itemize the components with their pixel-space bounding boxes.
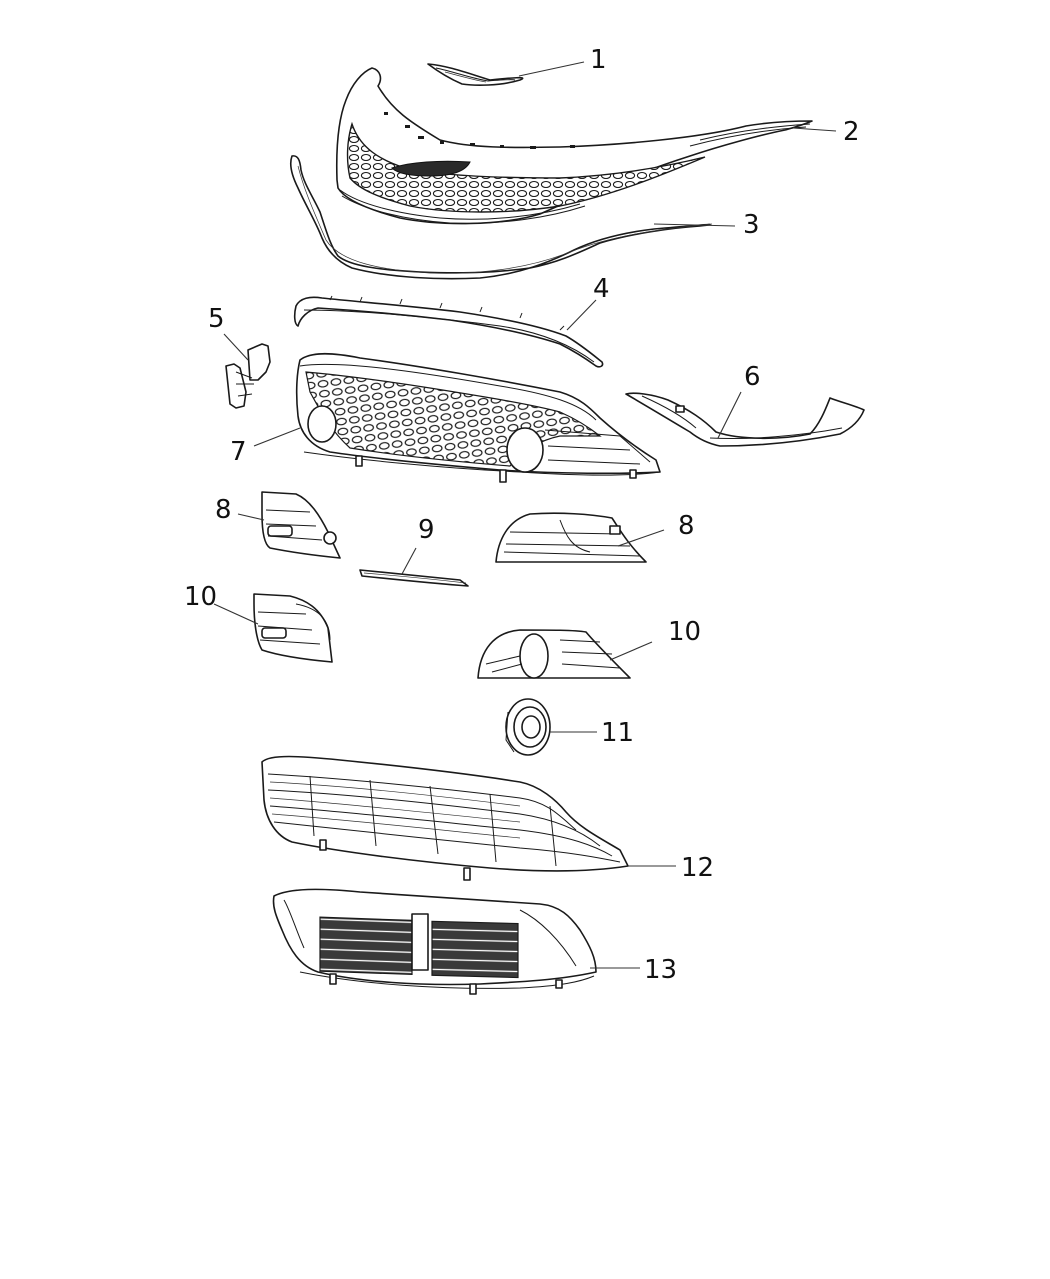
callout-10-right: 10 bbox=[668, 617, 702, 647]
callout-10-left: 10 bbox=[184, 582, 218, 612]
leader-lines bbox=[213, 61, 837, 969]
callout-7: 7 bbox=[230, 437, 247, 467]
callout-9: 9 bbox=[418, 515, 435, 545]
part-11-fog-lamp bbox=[505, 698, 551, 756]
part-8-fog-bezel-left bbox=[261, 491, 341, 559]
part-7-lower-mesh-grille bbox=[295, 352, 661, 483]
part-10-fog-bezel-right bbox=[477, 629, 631, 679]
part-3-lower-molding bbox=[290, 155, 713, 280]
part-4-upper-bezel-molding bbox=[293, 295, 604, 368]
part-1-emblem bbox=[427, 63, 524, 86]
callout-12: 12 bbox=[681, 853, 715, 883]
callout-4: 4 bbox=[593, 274, 610, 304]
part-9-center-trim-strip bbox=[359, 569, 469, 587]
callout-6: 6 bbox=[744, 362, 761, 392]
callout-13: 13 bbox=[644, 955, 678, 985]
part-5-side-bracket bbox=[225, 343, 271, 409]
callout-3: 3 bbox=[743, 210, 760, 240]
callout-8-left: 8 bbox=[215, 495, 232, 525]
callout-8-right: 8 bbox=[678, 511, 695, 541]
part-2-upper-grille bbox=[335, 67, 813, 225]
part-12-lower-grille-slats bbox=[261, 755, 629, 881]
part-6-lower-fascia-molding bbox=[625, 392, 865, 447]
callout-11: 11 bbox=[601, 718, 635, 748]
part-10-fog-bezel-left bbox=[253, 593, 333, 663]
part-8-fog-bezel-right bbox=[495, 512, 647, 563]
part-13-active-grille-shutter bbox=[272, 888, 597, 995]
callout-2: 2 bbox=[843, 117, 860, 147]
callout-1: 1 bbox=[590, 45, 607, 75]
callout-5: 5 bbox=[208, 304, 225, 334]
